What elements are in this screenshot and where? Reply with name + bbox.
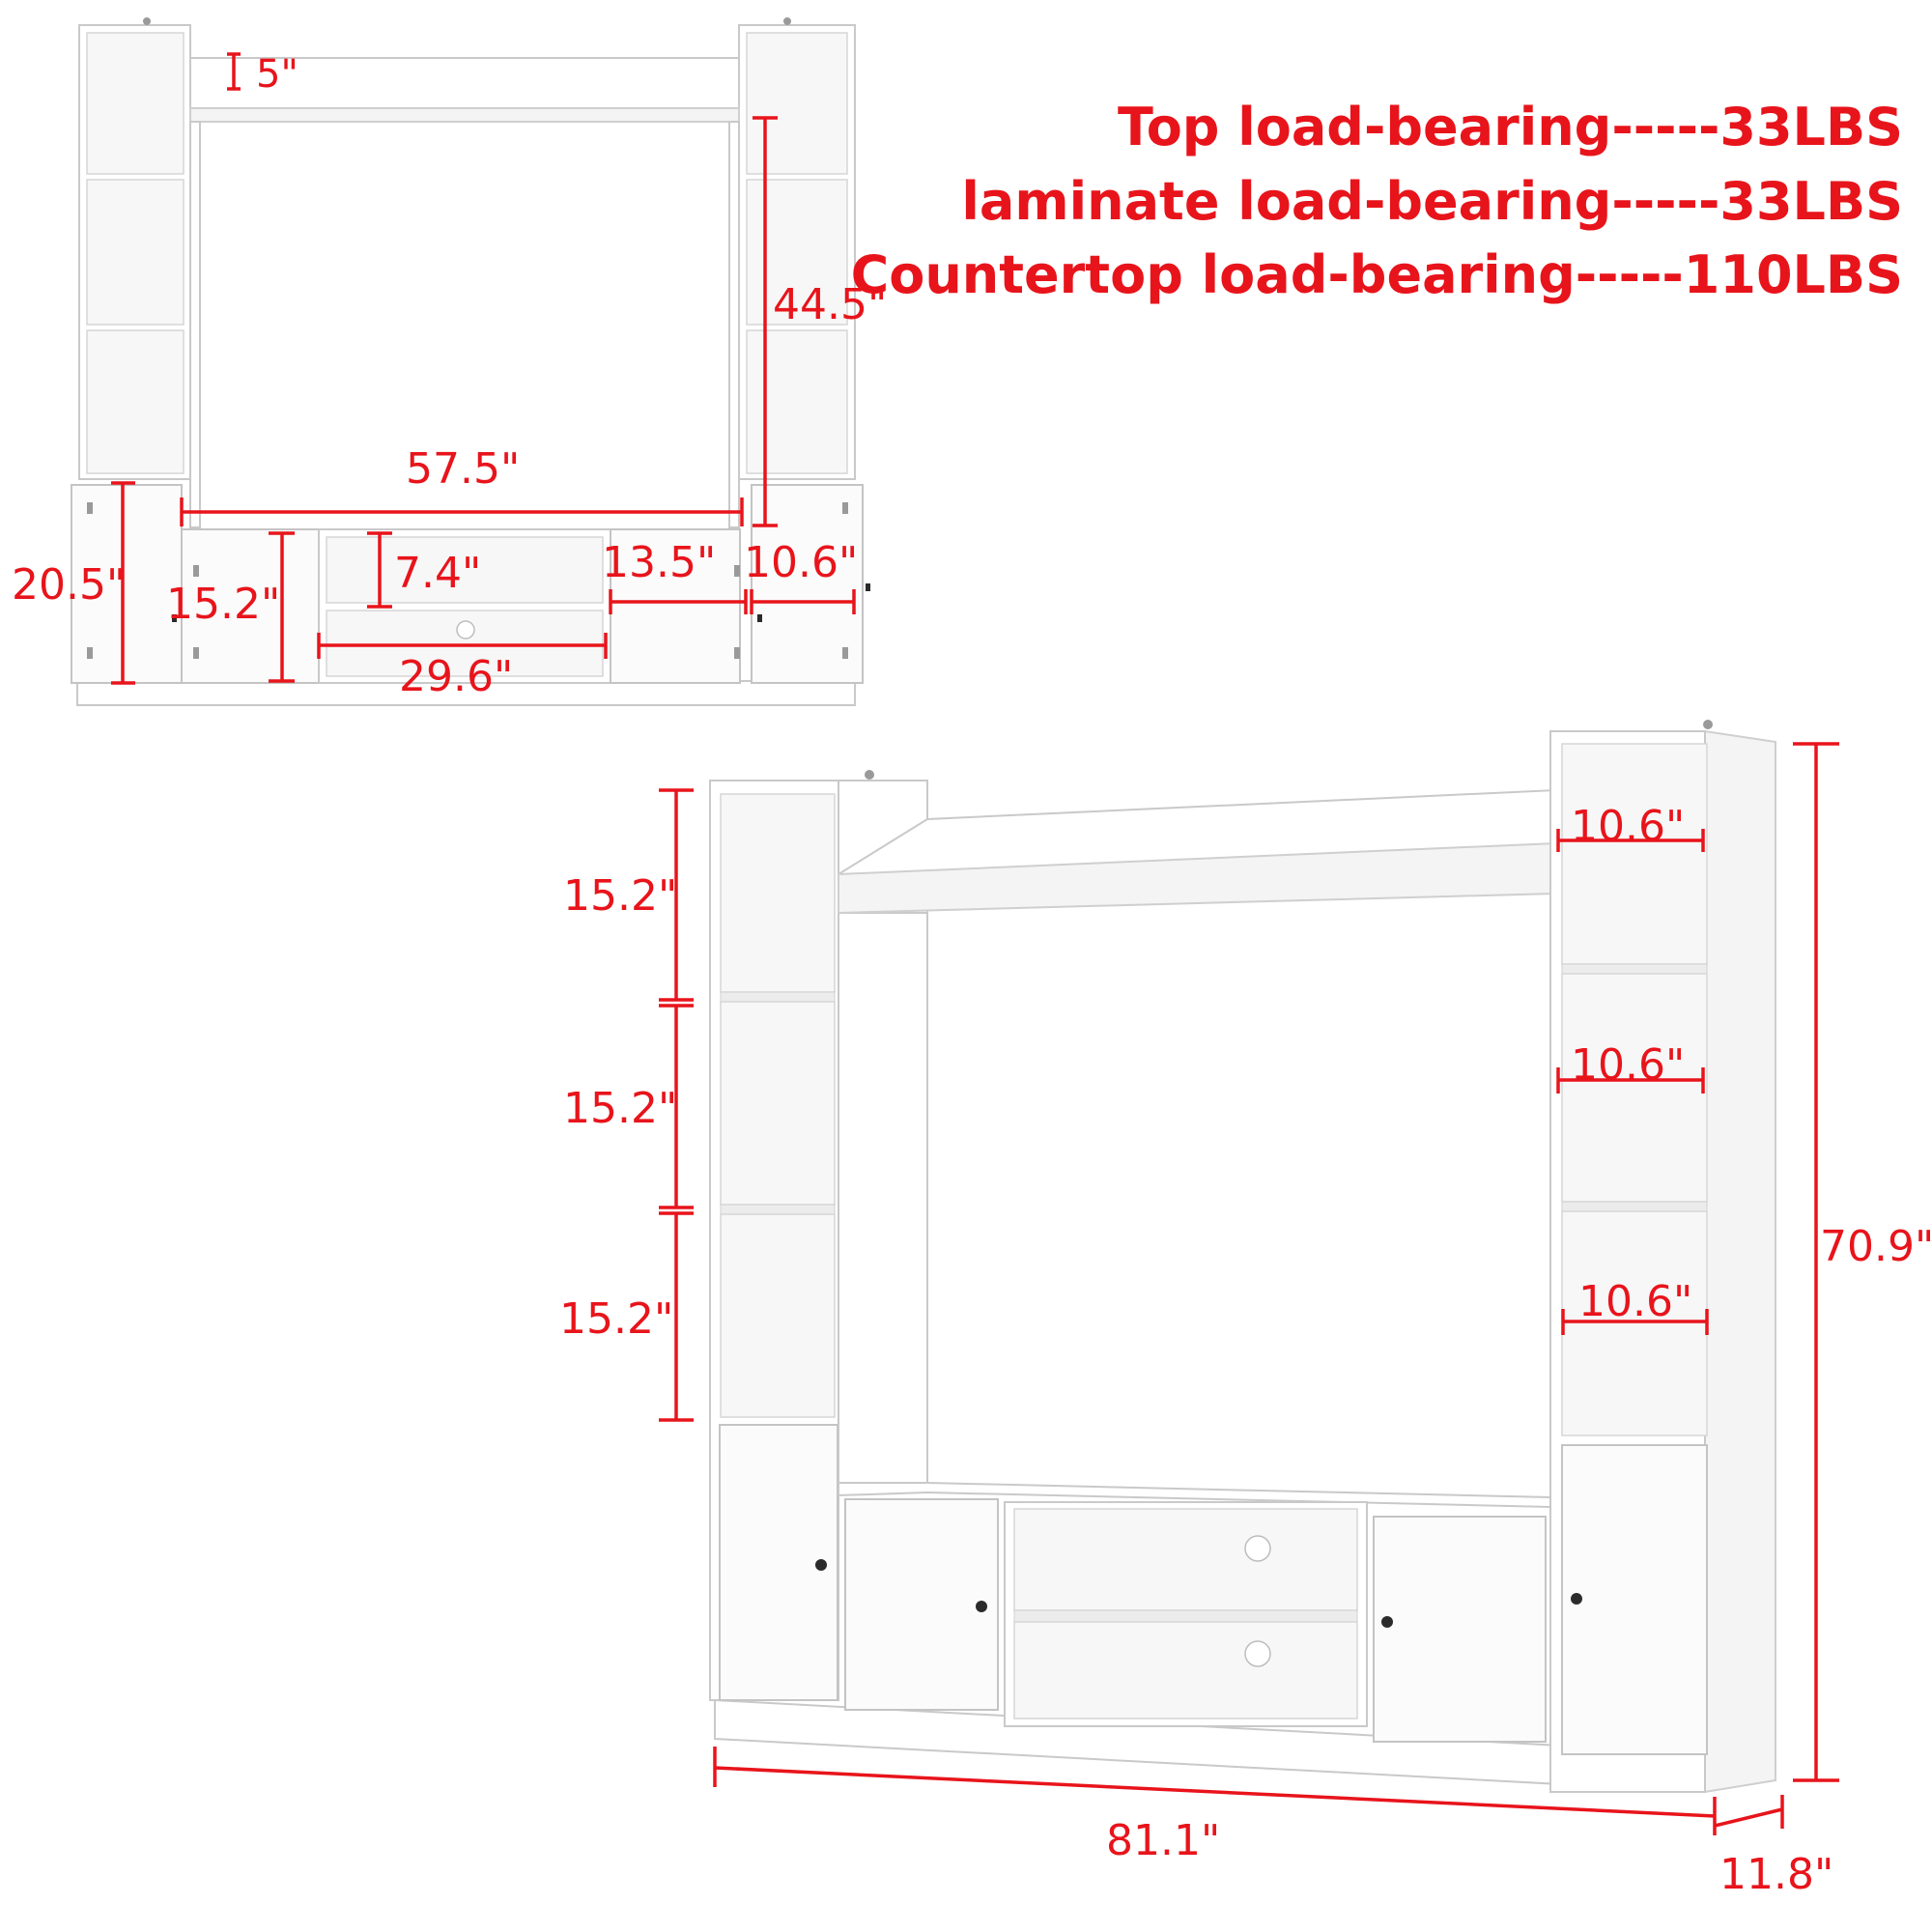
persp-center-lower-shelf [1013,1621,1358,1719]
persp-countertop [838,1482,1551,1509]
hinge-icon [734,647,740,659]
dim-tower-width: 10.6" [744,538,858,587]
dim-opening-width: 57.5" [406,444,520,494]
knob-icon [815,1559,827,1571]
dim-right-shelf-3: 10.6" [1578,1277,1692,1326]
perspective-view [709,720,1776,1794]
dim-opening-height: 44.5" [773,280,887,329]
persp-dimension-lines [659,742,1839,1835]
front-right-inner-door [610,528,741,684]
hinge-icon [87,502,93,514]
dim-center-shelf-height: 7.4" [394,549,481,598]
wall-hook-icon [1703,720,1713,729]
dim-top-thickness: 5" [256,52,298,97]
wall-hook-icon [143,17,151,25]
dim-cabinet-height: 20.5" [12,560,126,610]
hinge-icon [734,565,740,577]
knob-icon [172,614,177,622]
persp-dimension-labels: 15.2" 15.2" 15.2" 10.6" 10.6" 10.6" 70.9… [559,802,1932,1899]
hinge-icon [842,647,848,659]
front-left-post [189,121,201,528]
dim-door-cabinet-height: 15.2" [166,580,280,629]
spec-countertop-load: Countertop load-bearing-----110LBS [851,244,1903,305]
knob-icon [1381,1616,1393,1628]
hinge-icon [87,647,93,659]
persp-cable-hole [1244,1535,1271,1562]
persp-left-post [838,912,928,1484]
front-left-cubby [86,179,185,326]
persp-center-divider [1013,1609,1358,1623]
wall-hook-icon [865,770,874,780]
persp-left-cubby [720,1213,836,1418]
persp-right-cubby [1561,973,1708,1203]
persp-left-shelf [720,991,836,1003]
front-left-cubby [86,32,185,175]
dim-side-cabinet-width: 13.5" [602,538,716,587]
front-center-upper-shelf [326,536,604,604]
load-specs: Top load-bearing-----33LBS laminate load… [851,97,1903,305]
dim-right-shelf-1: 10.6" [1571,802,1685,851]
persp-left-cubby [720,1001,836,1206]
front-left-inner-door [181,528,320,684]
persp-cable-hole [1244,1640,1271,1667]
front-right-post [728,121,740,528]
front-cable-hole [456,620,475,639]
persp-center-upper-shelf [1013,1508,1358,1611]
hinge-icon [193,565,199,577]
front-base [76,680,856,706]
dim-left-shelf-3: 15.2" [559,1294,673,1344]
dim-total-height: 70.9" [1820,1222,1932,1271]
dim-depth: 11.8" [1719,1850,1833,1899]
dim-right-shelf-2: 10.6" [1571,1040,1685,1090]
persp-right-door [1561,1444,1708,1755]
dim-left-shelf-2: 15.2" [563,1084,677,1133]
hinge-icon [842,502,848,514]
persp-right-shelf [1561,963,1708,975]
wall-hook-icon [783,17,791,25]
front-left-cubby [86,329,185,474]
dim-left-shelf-1: 15.2" [563,871,677,921]
persp-side-panel [1704,729,1776,1794]
front-view [71,17,870,706]
knob-icon [976,1601,987,1612]
spec-laminate-load: laminate load-bearing-----33LBS [961,171,1903,232]
persp-right-cubby [1561,743,1708,965]
persp-left-cubby [720,793,836,993]
front-top-shelf-edge [189,107,740,123]
dim-center-width: 29.6" [399,652,513,701]
persp-left-inner-door [844,1498,999,1711]
persp-right-inner-door [1373,1516,1547,1743]
knob-icon [757,614,762,622]
front-dimension-labels: 5" 44.5" 57.5" 20.5" 15.2" 7.4" 29.6" 13… [12,52,887,701]
dim-total-width: 81.1" [1106,1816,1220,1865]
front-dimension-lines [111,52,856,685]
front-right-cubby [746,329,848,474]
spec-top-load: Top load-bearing-----33LBS [1118,97,1903,157]
persp-right-shelf [1561,1201,1708,1212]
persp-left-shelf [720,1204,836,1215]
hinge-icon [193,647,199,659]
front-right-cubby [746,32,848,175]
knob-icon [1571,1593,1582,1605]
knob-icon [866,583,870,591]
